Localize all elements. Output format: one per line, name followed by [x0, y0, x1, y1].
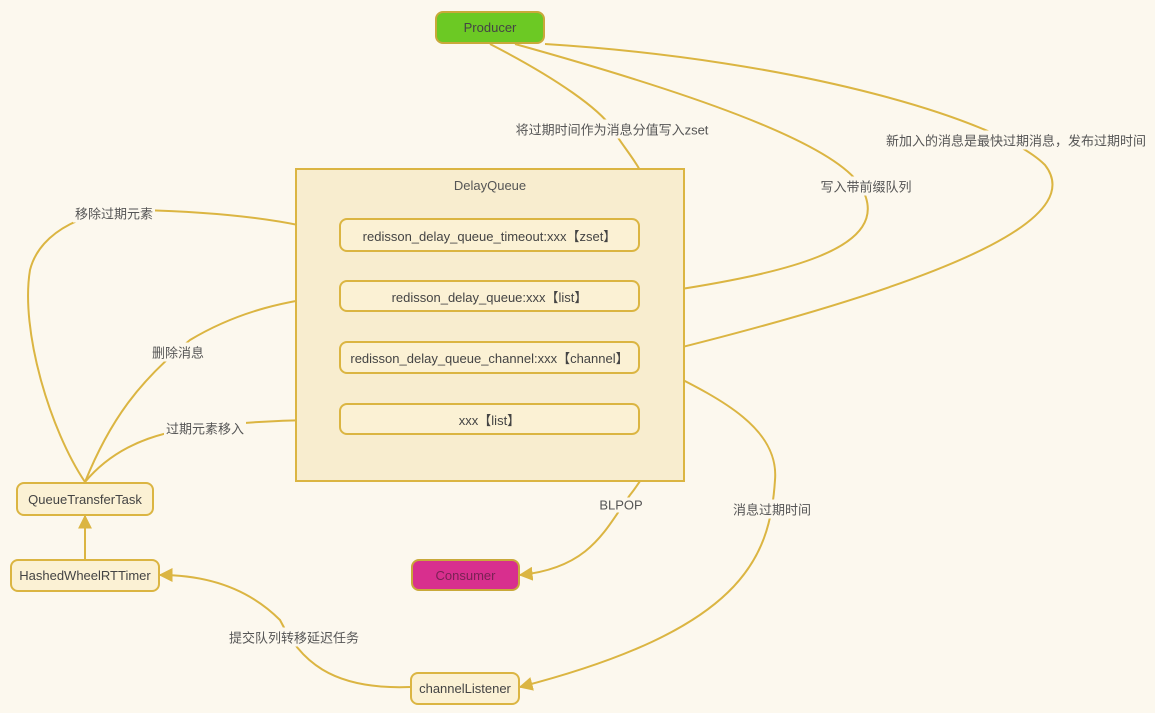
edge-label-move-expired: 过期元素移入 [163, 418, 247, 438]
hashed-wheel-timer-node[interactable]: HashedWheelRTTimer [10, 559, 160, 592]
edge-label-delete-message: 删除消息 [149, 342, 207, 362]
edge-label-message-expire-time: 消息过期时间 [730, 499, 814, 519]
edge-label-write-prefix-queue: 写入带前缀队列 [818, 176, 914, 196]
channel-label: redisson_delay_queue_channel:xxx【channel… [350, 351, 629, 366]
edge-label-publish-earliest: 新加入的消息是最快过期消息，发布过期时间 [883, 130, 1149, 150]
zset-timeout-node[interactable]: redisson_delay_queue_timeout:xxx【zset】 [339, 218, 640, 252]
producer-node[interactable]: Producer [435, 11, 545, 44]
channel-listener-node[interactable]: channelListener [410, 672, 520, 705]
queue-transfer-task-label: QueueTransferTask [28, 491, 142, 507]
edge-task-to-list [84, 289, 340, 483]
target-list-node[interactable]: xxx【list】 [339, 403, 640, 435]
edge-label-remove-expired: 移除过期元素 [72, 203, 156, 223]
producer-label: Producer [463, 20, 517, 35]
consumer-node[interactable]: Consumer [411, 559, 520, 591]
edge-listener-to-timer [158, 568, 411, 689]
edge-channel-to-listener [518, 357, 777, 691]
edge-label-write-zset: 将过期时间作为消息分值写入zset [513, 119, 711, 139]
delay-queue-title: DelayQueue [453, 178, 527, 193]
edge-label-submit-transfer: 提交队列转移延迟任务 [226, 627, 362, 647]
hashed-wheel-timer-label: HashedWheelRTTimer [19, 568, 151, 583]
edge-task-to-zset [27, 208, 340, 483]
delay-list-label: redisson_delay_queue:xxx【list】 [391, 289, 588, 305]
queue-transfer-task-node[interactable]: QueueTransferTask [16, 482, 154, 516]
edge-producer-to-channel [544, 43, 1054, 361]
target-list-label: xxx【list】 [458, 412, 521, 428]
channel-listener-label: channelListener [419, 681, 511, 696]
zset-timeout-label: redisson_delay_queue_timeout:xxx【zset】 [362, 228, 617, 244]
consumer-label: Consumer [435, 567, 496, 583]
channel-node[interactable]: redisson_delay_queue_channel:xxx【channel… [339, 341, 640, 374]
delay-list-node[interactable]: redisson_delay_queue:xxx【list】 [339, 280, 640, 312]
edge-label-blpop: BLPOP [597, 497, 645, 513]
